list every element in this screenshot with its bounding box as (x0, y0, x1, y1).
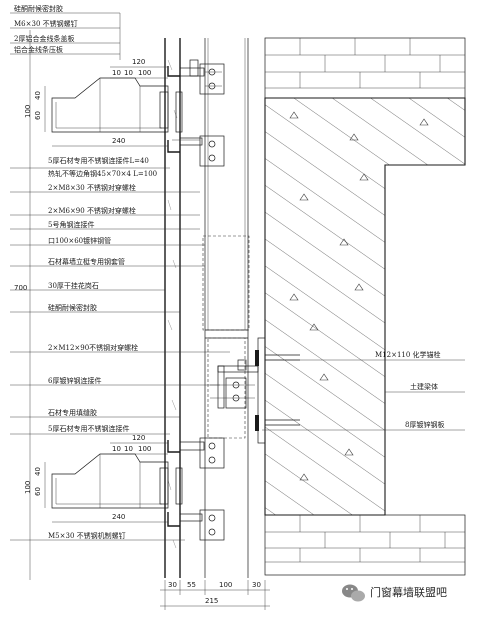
upper-aluminum-trim (51, 77, 169, 133)
label-steel-tube: 口100×60镀锌钢管 (48, 236, 111, 245)
granite-panel (164, 38, 181, 578)
label-stone-connector-l40: 5厚石材专用不锈钢连接件L=40 (48, 156, 149, 165)
dim-bot-100: 100 (138, 445, 151, 453)
dim-top-100: 100 (138, 69, 151, 77)
dim-bot-40: 40 (34, 467, 42, 476)
dim-top-100v: 100 (24, 105, 32, 118)
concrete-beam (264, 97, 466, 516)
dim-w-30b: 30 (252, 581, 261, 589)
upper-bracket-assembly (167, 59, 225, 167)
wechat-icon (342, 584, 365, 602)
label-chemical-anchor: M12×110 化学锚栓 (375, 350, 441, 359)
label-mullion-sleeve: 石材幕墙立梃专用钢套管 (48, 257, 125, 266)
dimension-lines (29, 30, 270, 610)
leader-lines-left (10, 12, 230, 541)
label-m6-bolt: 2×M6×90 不锈钢对穿螺栓 (48, 206, 136, 215)
label-m6-screw: M6×30 不锈钢螺钉 (14, 19, 78, 28)
leader-lines-right (262, 359, 465, 431)
label-sealant-top: 硅酮耐候密封胶 (14, 4, 63, 13)
dim-bot-100v: 100 (24, 481, 32, 494)
dim-w-100: 100 (219, 581, 232, 589)
dim-w-30a: 30 (168, 581, 177, 589)
lower-aluminum-trim (51, 453, 169, 509)
right-labels: M12×110 化学锚栓 土建梁体 8厚镀锌钢板 (375, 350, 444, 429)
watermark: 门窗幕墙联盟吧 (342, 584, 447, 602)
label-angle-connector: 5号角钢连接件 (48, 220, 94, 229)
dim-bot-240: 240 (112, 513, 125, 521)
dimension-texts: 120 10 10 100 40 100 60 240 700 120 10 1… (14, 58, 261, 605)
label-alu-cover: 2厚铝合金线条盖板 (14, 34, 74, 43)
label-alu-press: 铝合金线条压板 (14, 45, 63, 54)
masonry-wall-lower (264, 514, 466, 576)
label-joint-filler: 石材专用填缝胶 (48, 408, 97, 417)
label-steel-connector-6: 6厚镀锌钢连接件 (48, 376, 101, 385)
dim-top-120: 120 (132, 58, 145, 66)
label-stone-connector: 5厚石材专用不锈钢连接件 (48, 424, 129, 433)
dim-bot-10b: 10 (124, 445, 133, 453)
label-m5-screw: M5×30 不锈钢机制螺钉 (48, 531, 126, 540)
label-m8-bolt: 2×M8×30 不锈钢对穿螺栓 (48, 183, 136, 192)
dim-bot-120: 120 (132, 434, 145, 442)
left-labels: 硅酮耐候密封胶 M6×30 不锈钢螺钉 2厚铝合金线条盖板 铝合金线条压板 5厚… (14, 4, 157, 540)
label-galv-plate: 8厚镀锌钢板 (405, 420, 444, 429)
dim-bot-60: 60 (34, 487, 42, 496)
dim-height-700: 700 (14, 284, 27, 292)
dim-top-40: 40 (34, 91, 42, 100)
embed-plate-anchors (210, 337, 300, 444)
masonry-wall-upper (264, 37, 466, 99)
dim-top-10b: 10 (124, 69, 133, 77)
dim-bot-10a: 10 (112, 445, 121, 453)
watermark-text: 门窗幕墙联盟吧 (370, 585, 447, 599)
dim-top-240: 240 (112, 137, 125, 145)
label-granite: 30厚干挂花岗石 (48, 281, 99, 290)
label-m12-bolt: 2×M12×90不锈钢对穿螺栓 (48, 343, 138, 352)
steel-mullion (202, 38, 250, 578)
dim-w-55: 55 (187, 581, 196, 589)
lower-bracket-assembly (167, 437, 225, 541)
label-concrete-beam: 土建梁体 (410, 382, 438, 391)
dim-top-10a: 10 (112, 69, 121, 77)
label-sealant-mid: 硅酮耐候密封胶 (48, 303, 97, 312)
label-angle-steel: 热轧不等边角钢45×70×4 L=100 (48, 169, 157, 178)
dim-w-215: 215 (205, 597, 218, 605)
dim-top-60: 60 (34, 111, 42, 120)
